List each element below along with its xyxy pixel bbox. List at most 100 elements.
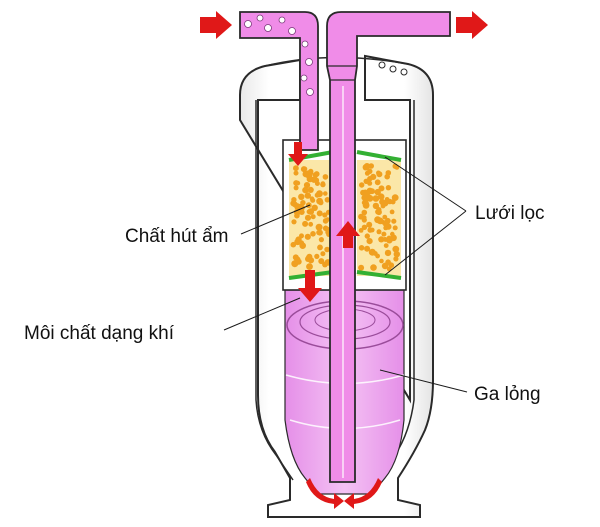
leader-gas — [223, 297, 301, 331]
desiccant-bead — [317, 244, 323, 251]
desiccant-bead — [324, 246, 330, 253]
leader-mesh-upper — [384, 156, 467, 212]
desiccant-bead — [393, 256, 399, 262]
return-flow-arrow-left — [306, 478, 344, 509]
desiccant-bead — [320, 251, 326, 257]
desiccant-bead — [378, 236, 385, 243]
desiccant-bead — [318, 258, 325, 265]
desiccant-bead — [364, 191, 370, 198]
desiccant-bead — [374, 179, 381, 186]
leader-desiccant — [240, 204, 311, 235]
desiccant-bead — [363, 200, 369, 207]
outlet-flow-arrow — [456, 11, 488, 39]
desiccant-bead — [383, 243, 389, 249]
desiccant-bead — [374, 188, 381, 196]
desiccant-bead — [385, 185, 392, 191]
desiccant-bead — [310, 231, 316, 237]
desiccant-bead — [293, 185, 299, 191]
desiccant-bead — [358, 228, 364, 233]
desiccant-bead — [366, 238, 373, 245]
desiccant-bead — [372, 202, 380, 210]
desiccant-bead — [322, 174, 329, 180]
leader-liquid — [379, 369, 468, 393]
desiccant-bead — [372, 195, 380, 202]
desiccant-bead — [293, 180, 299, 186]
desiccant-bead — [293, 165, 299, 172]
desiccant-bead — [294, 203, 301, 210]
desiccant-bead — [309, 196, 315, 201]
desiccant-bead — [322, 261, 328, 268]
desiccant-bead — [320, 181, 326, 188]
desiccant-beads — [290, 163, 400, 272]
downflow-arrow-mid — [298, 270, 322, 302]
desiccant-bead — [310, 176, 318, 183]
desiccant-bead — [300, 200, 306, 206]
desiccant-bead — [366, 221, 373, 228]
desiccant-bead — [302, 166, 308, 172]
desiccant-bead — [294, 212, 300, 219]
desiccant-bed — [289, 160, 401, 276]
desiccant-bead — [389, 209, 395, 215]
desiccant-bead — [293, 170, 299, 176]
desiccant-bead — [324, 226, 331, 233]
desiccant-bead — [305, 170, 313, 178]
desiccant-bead — [324, 197, 331, 203]
desiccant-bead — [376, 229, 382, 235]
desiccant-bead — [361, 224, 368, 230]
leader-lines — [223, 156, 468, 393]
desiccant-bead — [370, 173, 377, 180]
desiccant-bead — [302, 220, 309, 227]
labels: Chất hút ẩm Môi chất dạng khí Lưới lọc G… — [24, 203, 545, 405]
desiccant-bead — [361, 209, 368, 216]
desiccant-bead — [377, 193, 385, 200]
desiccant-bead — [312, 172, 319, 178]
desiccant-bead — [381, 262, 389, 270]
desiccant-bead — [291, 219, 297, 225]
desiccant-bead — [364, 170, 370, 176]
leader-mesh-lower — [384, 210, 467, 276]
desiccant-bead — [374, 216, 381, 224]
desiccant-bead — [316, 229, 322, 236]
desiccant-bead — [392, 225, 398, 231]
desiccant-bead — [364, 233, 370, 239]
desiccant-bead — [393, 251, 400, 258]
desiccant-bead — [323, 191, 328, 196]
desiccant-bead — [392, 245, 400, 253]
downflow-arrow-top — [288, 142, 308, 166]
desiccant-bead — [375, 209, 381, 215]
desiccant-bead — [386, 198, 393, 205]
desiccant-bead — [358, 264, 365, 271]
desiccant-bead — [362, 215, 367, 220]
desiccant-bead — [314, 253, 320, 259]
desiccant-bead — [325, 217, 330, 222]
desiccant-bead — [304, 233, 311, 240]
desiccant-bead — [368, 248, 376, 256]
desiccant-bead — [362, 164, 369, 171]
desiccant-bead — [316, 210, 323, 217]
desiccant-bead — [315, 223, 323, 231]
upflow-arrow — [336, 221, 360, 248]
desiccant-bead — [306, 263, 313, 270]
label-desiccant: Chất hút ẩm — [125, 226, 229, 247]
label-gas-refrigerant: Môi chất dạng khí — [24, 323, 175, 344]
desiccant-bead — [318, 237, 324, 243]
desiccant-bead — [322, 212, 328, 218]
desiccant-bead — [390, 231, 395, 237]
desiccant-bead — [307, 186, 314, 193]
desiccant-bead — [364, 245, 371, 252]
desiccant-bead — [379, 258, 384, 264]
desiccant-bead — [391, 194, 399, 202]
desiccant-bead — [308, 221, 314, 227]
desiccant-bead — [382, 214, 388, 220]
desiccant-bead — [295, 258, 302, 265]
desiccant-bead — [294, 238, 301, 246]
desiccant-bead — [302, 186, 309, 194]
desiccant-bead — [383, 225, 389, 231]
inlet-flow-arrow — [200, 11, 232, 39]
desiccant-bead — [367, 180, 373, 186]
label-filter-mesh: Lưới lọc — [475, 203, 545, 224]
label-liquid-gas: Ga lỏng — [474, 384, 541, 405]
desiccant-bead — [379, 198, 386, 205]
desiccant-bead — [367, 227, 374, 233]
